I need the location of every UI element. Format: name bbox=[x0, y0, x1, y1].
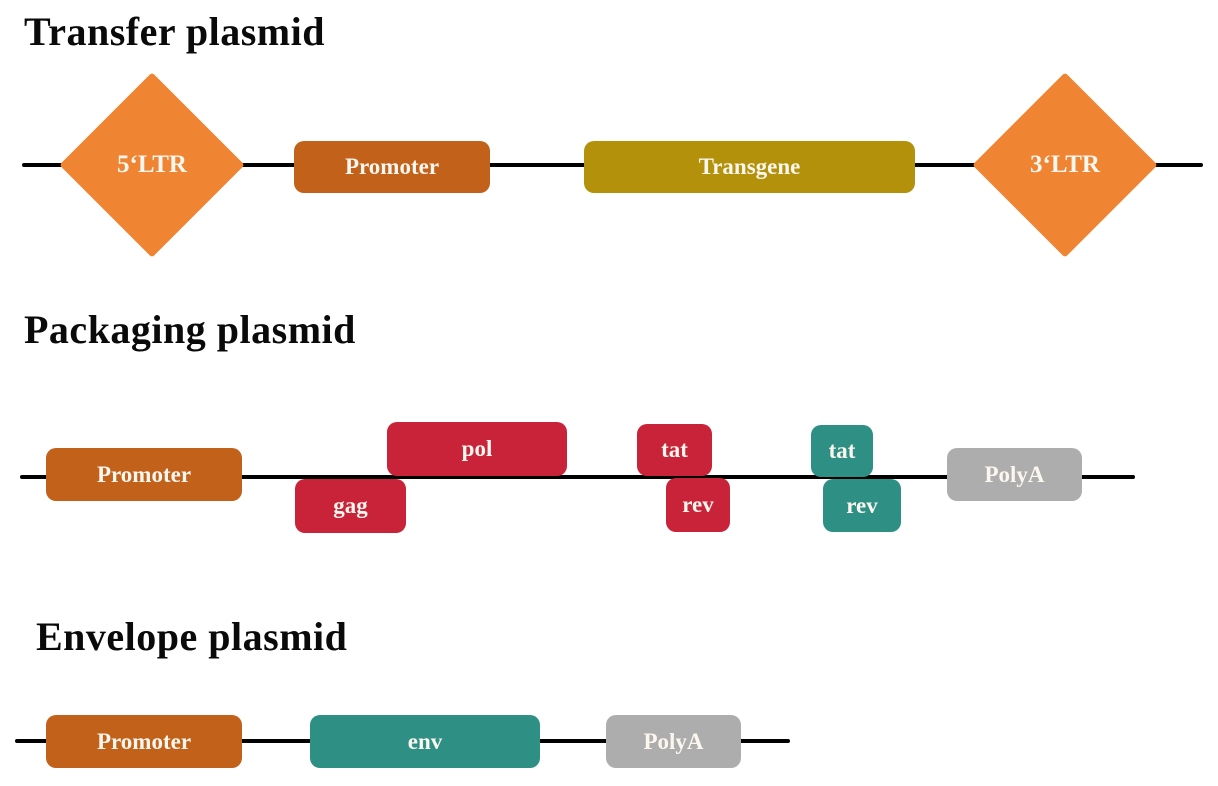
packaging-promoter-box: Promoter bbox=[46, 448, 242, 501]
tat-red-label: tat bbox=[661, 437, 688, 462]
envelope-plasmid-title: Envelope plasmid bbox=[36, 614, 348, 659]
three-ltr-label: 3‘LTR bbox=[1030, 151, 1100, 178]
pol-box: pol bbox=[387, 422, 567, 476]
envelope-promoter-label: Promoter bbox=[96, 728, 192, 754]
packaging-plasmid-title: Packaging plasmid bbox=[24, 307, 356, 352]
envelope-promoter-box: Promoter bbox=[46, 715, 242, 768]
rev-teal-label: rev bbox=[846, 492, 878, 518]
packaging-polya-label: PolyA bbox=[984, 461, 1045, 487]
rev-box-teal: rev bbox=[823, 479, 901, 532]
tat-box-red: tat bbox=[637, 424, 712, 476]
tat-box-teal: tat bbox=[811, 425, 873, 477]
transfer-plasmid-title: Transfer plasmid bbox=[24, 9, 325, 54]
transgene-box: Transgene bbox=[584, 141, 915, 193]
transfer-promoter-label: Promoter bbox=[344, 154, 440, 179]
env-label: env bbox=[407, 728, 443, 754]
packaging-polya-box: PolyA bbox=[947, 448, 1082, 501]
env-box: env bbox=[310, 715, 540, 768]
gag-label: gag bbox=[333, 493, 368, 518]
envelope-polya-box: PolyA bbox=[606, 715, 741, 768]
pol-label: pol bbox=[461, 436, 493, 461]
gag-box: gag bbox=[295, 479, 406, 533]
three-ltr-diamond: 3‘LTR bbox=[972, 72, 1158, 258]
transfer-promoter-box: Promoter bbox=[294, 141, 490, 193]
packaging-promoter-label: Promoter bbox=[96, 461, 192, 487]
five-ltr-label: 5‘LTR bbox=[117, 151, 187, 178]
rev-red-label: rev bbox=[682, 492, 714, 517]
transgene-label: Transgene bbox=[698, 154, 801, 179]
five-ltr-diamond: 5‘LTR bbox=[59, 72, 245, 258]
envelope-polya-label: PolyA bbox=[643, 728, 704, 754]
tat-teal-label: tat bbox=[828, 438, 856, 463]
packaging-backbone-line bbox=[20, 475, 1135, 479]
rev-box-red: rev bbox=[666, 478, 730, 532]
